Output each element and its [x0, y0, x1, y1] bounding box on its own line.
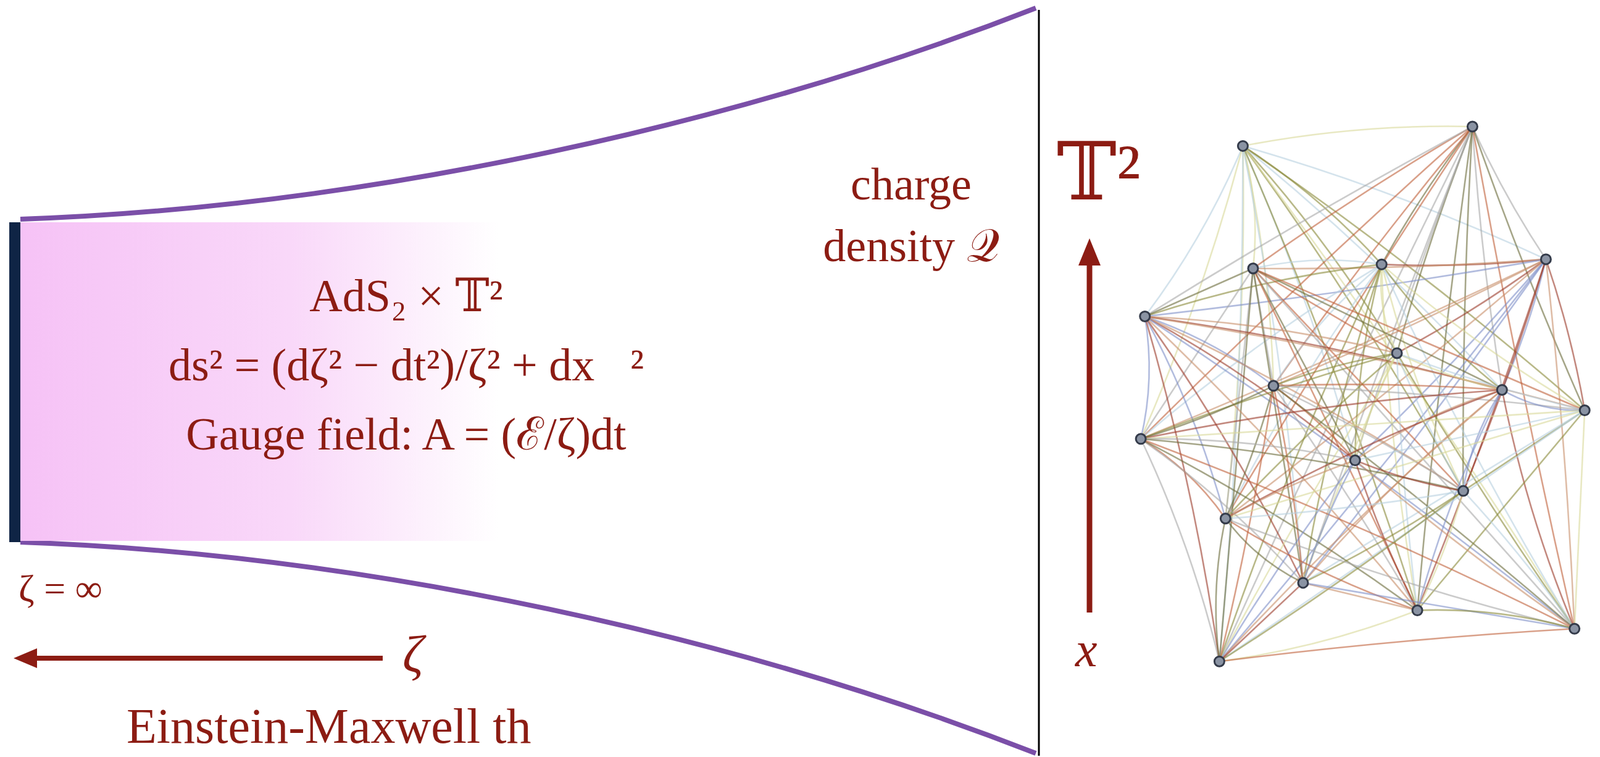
- graph-link: [1574, 410, 1586, 630]
- graph-link: [1472, 126, 1546, 260]
- graph-link: [1354, 460, 1463, 492]
- graph-vertex: [1579, 405, 1590, 416]
- graph-vertex: [1298, 577, 1309, 588]
- axis-label: x⃗: [1075, 620, 1136, 678]
- graph-link: [1225, 518, 1304, 583]
- zeta-arrow: [30, 655, 383, 661]
- graph-link: [1140, 268, 1254, 439]
- region-text: Gauge field: A = (ℰ/ζ)dt: [185, 399, 626, 469]
- boundary-label: charge density 𝒬: [787, 153, 1035, 277]
- graph-link: [1545, 259, 1575, 629]
- graph-link: [1417, 410, 1585, 611]
- horizon-label: ζ = ∞: [18, 566, 103, 611]
- graph-link: [1140, 438, 1575, 629]
- random-graph: [1135, 121, 1590, 667]
- graph-link: [1381, 264, 1575, 629]
- graph-link: [1219, 259, 1546, 662]
- graph-vertex: [1214, 656, 1225, 667]
- graph-link: [1140, 316, 1150, 439]
- graph-link: [1219, 460, 1355, 662]
- graph-link: [1219, 145, 1243, 662]
- graph-link: [1225, 259, 1546, 519]
- ads2-region: AdS₂ × 𝕋²ds² = (dζ² − dt²)/ζ² + dx⃗²Gaug…: [20, 222, 792, 541]
- graph-link: [1303, 490, 1464, 583]
- graph-link: [1140, 438, 1220, 662]
- graph-link: [1145, 126, 1473, 317]
- region-text: ds² = (dζ² − dt²)/ζ² + dx⃗²: [168, 330, 644, 400]
- boundary-line: [1038, 9, 1041, 756]
- graph-link: [1216, 518, 1226, 662]
- graph-link: [1219, 628, 1575, 662]
- graph-link: [1417, 126, 1473, 611]
- graph-vertex: [1467, 121, 1478, 132]
- graph-link: [1140, 353, 1397, 439]
- graph-link: [1253, 268, 1397, 354]
- graph-link: [1354, 389, 1502, 460]
- graph-link: [1354, 353, 1397, 461]
- graph-link: [1381, 264, 1463, 491]
- graph-link: [1273, 385, 1585, 411]
- graph-link: [1253, 126, 1473, 269]
- theory-caption: Einstein-Maxwell th: [126, 697, 531, 755]
- axis-label: ζ: [402, 624, 424, 685]
- graph-vertex: [1391, 348, 1402, 359]
- graph-vertex: [1569, 623, 1580, 634]
- graph-link: [1354, 460, 1418, 611]
- horizon-bar: [9, 222, 21, 542]
- graph-link: [1242, 126, 1473, 147]
- graph-link: [1145, 316, 1220, 662]
- graph-vertex: [1268, 380, 1279, 391]
- graph-vertex: [1237, 140, 1248, 151]
- graph-link: [1501, 389, 1585, 410]
- graph-link: [1303, 582, 1418, 611]
- region-text: AdS₂ × 𝕋²: [309, 261, 503, 331]
- graph-link: [1145, 316, 1585, 410]
- graph-link: [1303, 410, 1585, 583]
- graph-link: [1140, 438, 1418, 611]
- torus-arrow: [1087, 259, 1093, 613]
- graph-vertex: [1412, 605, 1423, 616]
- graph-vertex: [1248, 263, 1259, 274]
- graph-link: [1417, 609, 1575, 629]
- graph-link: [1396, 353, 1585, 411]
- graph-vertex: [1496, 384, 1507, 395]
- graph-link: [1140, 389, 1502, 439]
- graph-link: [1462, 490, 1575, 629]
- graph-link: [1225, 518, 1575, 630]
- graph-link: [1545, 259, 1585, 411]
- graph-vertex: [1135, 433, 1146, 444]
- graph-link: [1417, 389, 1502, 610]
- graph-link: [1225, 460, 1355, 519]
- graph-vertex: [1350, 455, 1360, 466]
- torus-label: 𝕋²: [1056, 126, 1141, 220]
- arrow-head: [1078, 238, 1101, 266]
- graph-link: [1303, 582, 1575, 629]
- graph-link: [1219, 410, 1585, 662]
- graph-link: [1396, 353, 1418, 611]
- graph-link: [1145, 145, 1244, 317]
- graph-vertex: [1140, 311, 1150, 321]
- graph-link: [1219, 385, 1274, 662]
- graph-link: [1145, 316, 1503, 390]
- arrow-head: [13, 648, 38, 668]
- graph-vertex: [1220, 513, 1231, 524]
- graph-vertex: [1376, 259, 1387, 270]
- graph-link: [1253, 268, 1502, 391]
- graph-link: [1219, 264, 1382, 662]
- graph-vertex: [1540, 254, 1551, 265]
- graph-link: [1140, 438, 1304, 583]
- graph-vertex: [1458, 485, 1468, 496]
- graph-link: [1219, 610, 1418, 662]
- graph-link: [1145, 316, 1226, 518]
- graph-link: [1354, 410, 1585, 461]
- graph-link: [1219, 490, 1463, 662]
